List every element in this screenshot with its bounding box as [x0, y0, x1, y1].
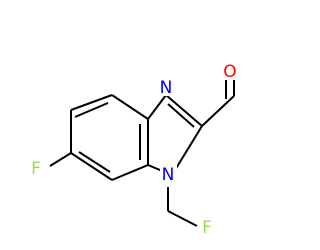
bonds	[49, 74, 235, 227]
bond-c2-cho	[201, 95, 235, 127]
atom-label-bg	[160, 165, 177, 184]
bond-c6-c7-inner	[78, 151, 111, 173]
atom-f-ring: F	[31, 159, 41, 179]
bond-c6-c7	[70, 152, 113, 181]
bond-c3a-n3	[147, 94, 167, 120]
atom-label-bg	[220, 62, 237, 80]
atom-o-aldehyde: O	[223, 62, 236, 82]
bond-n3-c2	[165, 94, 203, 127]
bond-c7-c7a	[111, 164, 149, 181]
bond-ch2-f	[167, 210, 198, 227]
atom-label-bg	[198, 218, 214, 236]
bond-n3-c2-inner	[167, 103, 195, 128]
atom-f-methyl: F	[202, 218, 212, 238]
bond-c4-c5-inner	[74, 102, 109, 118]
atom-label-bg	[156, 78, 173, 96]
molecule-structure-diagram: F N N O F	[27, 62, 237, 238]
atom-n-imine: N	[160, 78, 173, 98]
bond-c6-f	[49, 152, 72, 167]
atom-n-amine: N	[162, 165, 175, 185]
atom-label-bg	[27, 159, 43, 177]
bond-c7a-c4	[111, 94, 149, 120]
atom-labels: F N N O F	[27, 62, 237, 238]
bond-c4-c5	[70, 94, 113, 111]
